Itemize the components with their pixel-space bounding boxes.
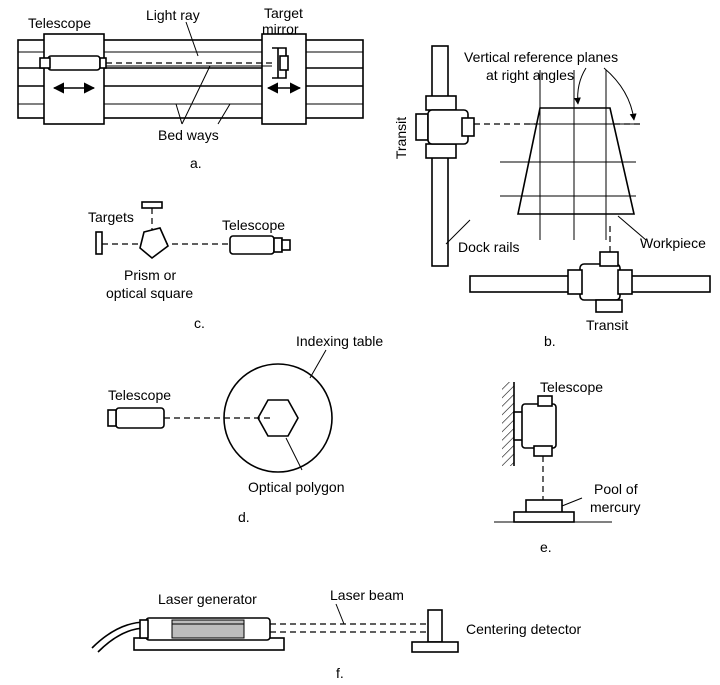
label-centering-detector: Centering detector <box>466 621 582 637</box>
caption-b: b. <box>544 333 556 349</box>
label-prism-1: Prism or <box>124 267 176 283</box>
label-telescope-c: Telescope <box>222 217 285 233</box>
caption-e: e. <box>540 539 552 555</box>
label-indexing-table: Indexing table <box>296 333 383 349</box>
caption-f: f. <box>336 665 344 681</box>
label-telescope-d: Telescope <box>108 387 171 403</box>
label-prism-2: optical square <box>106 285 193 301</box>
label-laser-beam: Laser beam <box>330 587 404 603</box>
label-transit-vertical: Transit <box>393 117 409 159</box>
panel-a: Telescope Light ray Target mirror Bed wa… <box>17 5 364 171</box>
label-workpiece: Workpiece <box>640 235 706 251</box>
label-pool-1: Pool of <box>594 481 638 497</box>
label-planes-2: at right angles <box>486 67 574 83</box>
caption-a: a. <box>190 155 202 171</box>
caption-c: c. <box>194 315 205 331</box>
label-optical-polygon: Optical polygon <box>248 479 345 495</box>
label-laser-generator: Laser generator <box>158 591 257 607</box>
label-planes-1: Vertical reference planes <box>464 49 618 65</box>
label-pool-2: mercury <box>590 499 641 515</box>
label-mirror: mirror <box>262 21 299 37</box>
panel-e: Telescope Pool of mercury e. <box>494 379 641 555</box>
label-telescope-e: Telescope <box>540 379 603 395</box>
label-bed-ways: Bed ways <box>158 127 219 143</box>
panel-d: Indexing table Telescope Optical polygon… <box>107 333 383 525</box>
panel-b: Vertical reference planes at right angle… <box>393 45 711 349</box>
panel-c: Targets Telescope Prism or optical squar… <box>88 201 291 331</box>
label-light-ray: Light ray <box>146 7 200 23</box>
panel-f: Laser generator Laser beam Centering det… <box>91 587 582 681</box>
label-target: Target <box>264 5 303 21</box>
label-dock-rails: Dock rails <box>458 239 519 255</box>
caption-d: d. <box>238 509 250 525</box>
label-targets: Targets <box>88 209 134 225</box>
label-telescope-a: Telescope <box>28 15 91 31</box>
label-transit-horizontal: Transit <box>586 317 628 333</box>
